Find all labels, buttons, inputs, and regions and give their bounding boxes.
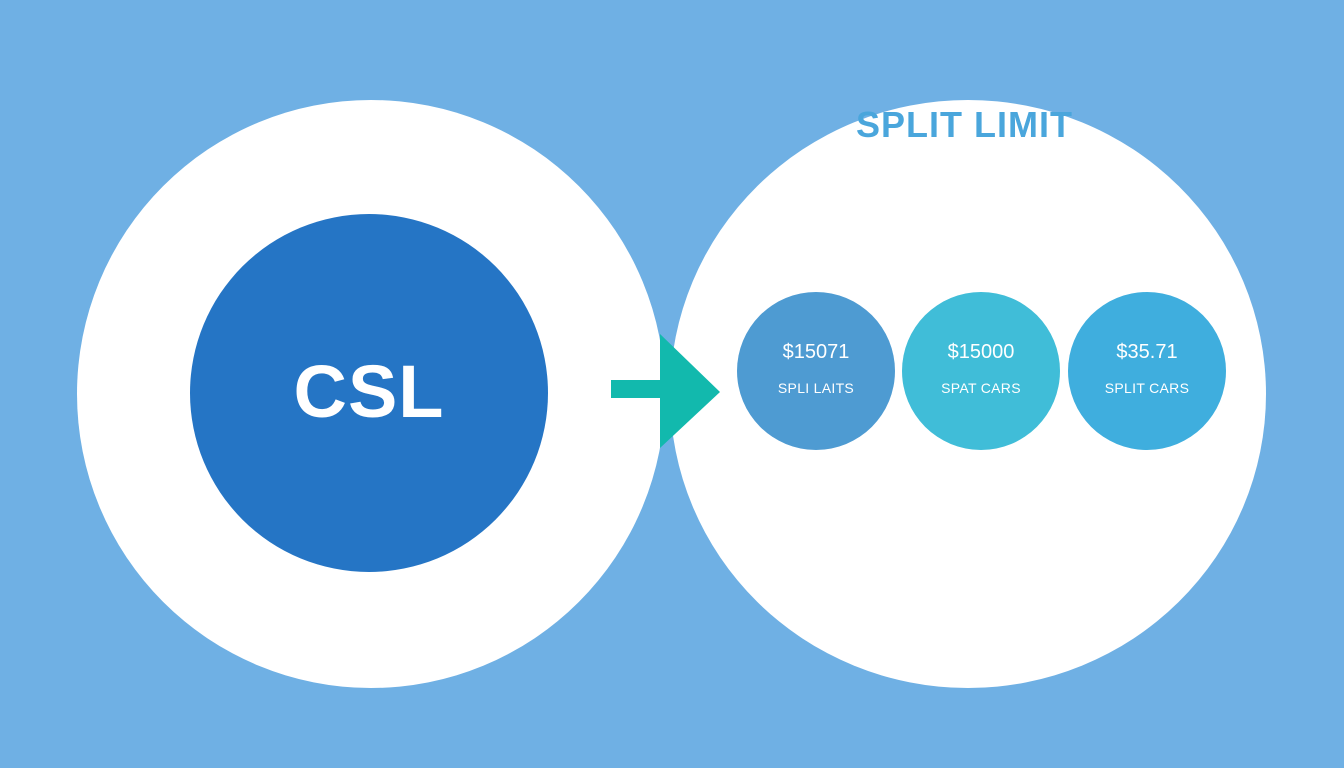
split-limit-title: SPLIT LIMIT (856, 104, 1073, 145)
split-limit-item-2-value: $15000 (947, 340, 1015, 363)
csl-circle: CSL (190, 214, 548, 572)
split-limit-item-3-value: $35.71 (1116, 340, 1178, 363)
split-limit-item-1: $15071 SPLI LAITS (737, 292, 895, 450)
split-limit-item-2-label: SPAT CARS (941, 379, 1021, 396)
split-limit-item-3: $35.71 SPLIT CARS (1068, 292, 1226, 450)
split-limit-item-3-label: SPLIT CARS (1104, 379, 1190, 396)
split-limit-item-2: $15000 SPAT CARS (902, 292, 1060, 450)
csl-label: CSL (293, 349, 445, 433)
split-limit-item-1-value: $15071 (782, 340, 850, 363)
split-limit-item-1-label: SPLI LAITS (777, 379, 855, 396)
arrow-right-icon (611, 334, 720, 448)
